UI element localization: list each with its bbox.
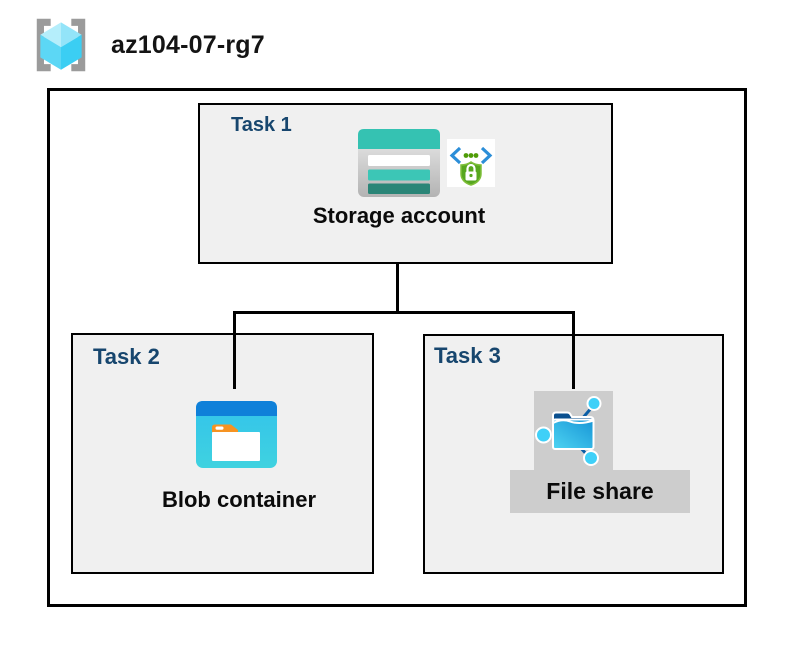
file-share-label-highlight: File share — [510, 470, 690, 513]
storage-account-icon — [358, 129, 440, 197]
blob-container-label: Blob container — [161, 487, 317, 512]
resource-group-title: az104-07-rg7 — [111, 30, 265, 59]
connector-to-file-share — [572, 311, 575, 389]
storage-account-label: Storage account — [312, 203, 486, 228]
task3-label: Task 3 — [434, 343, 501, 368]
blob-container-icon — [196, 401, 277, 468]
task1-label: Task 1 — [231, 114, 292, 136]
file-share-label: File share — [546, 478, 654, 504]
connector-storage-stem — [396, 264, 399, 313]
task2-box: Task 2 Blob container — [71, 333, 374, 574]
resource-group-icon — [36, 18, 86, 72]
file-share-selection-highlight — [534, 391, 613, 471]
task2-label: Task 2 — [93, 344, 160, 369]
task1-box: Task 1 Storage account — [198, 103, 613, 264]
sas-shield-lock-icon — [447, 139, 495, 187]
resource-group-header: az104-07-rg7 — [28, 14, 265, 76]
file-share-icon — [535, 396, 602, 466]
connector-to-blob-container — [233, 311, 236, 389]
connector-horizontal-branch — [233, 311, 574, 314]
